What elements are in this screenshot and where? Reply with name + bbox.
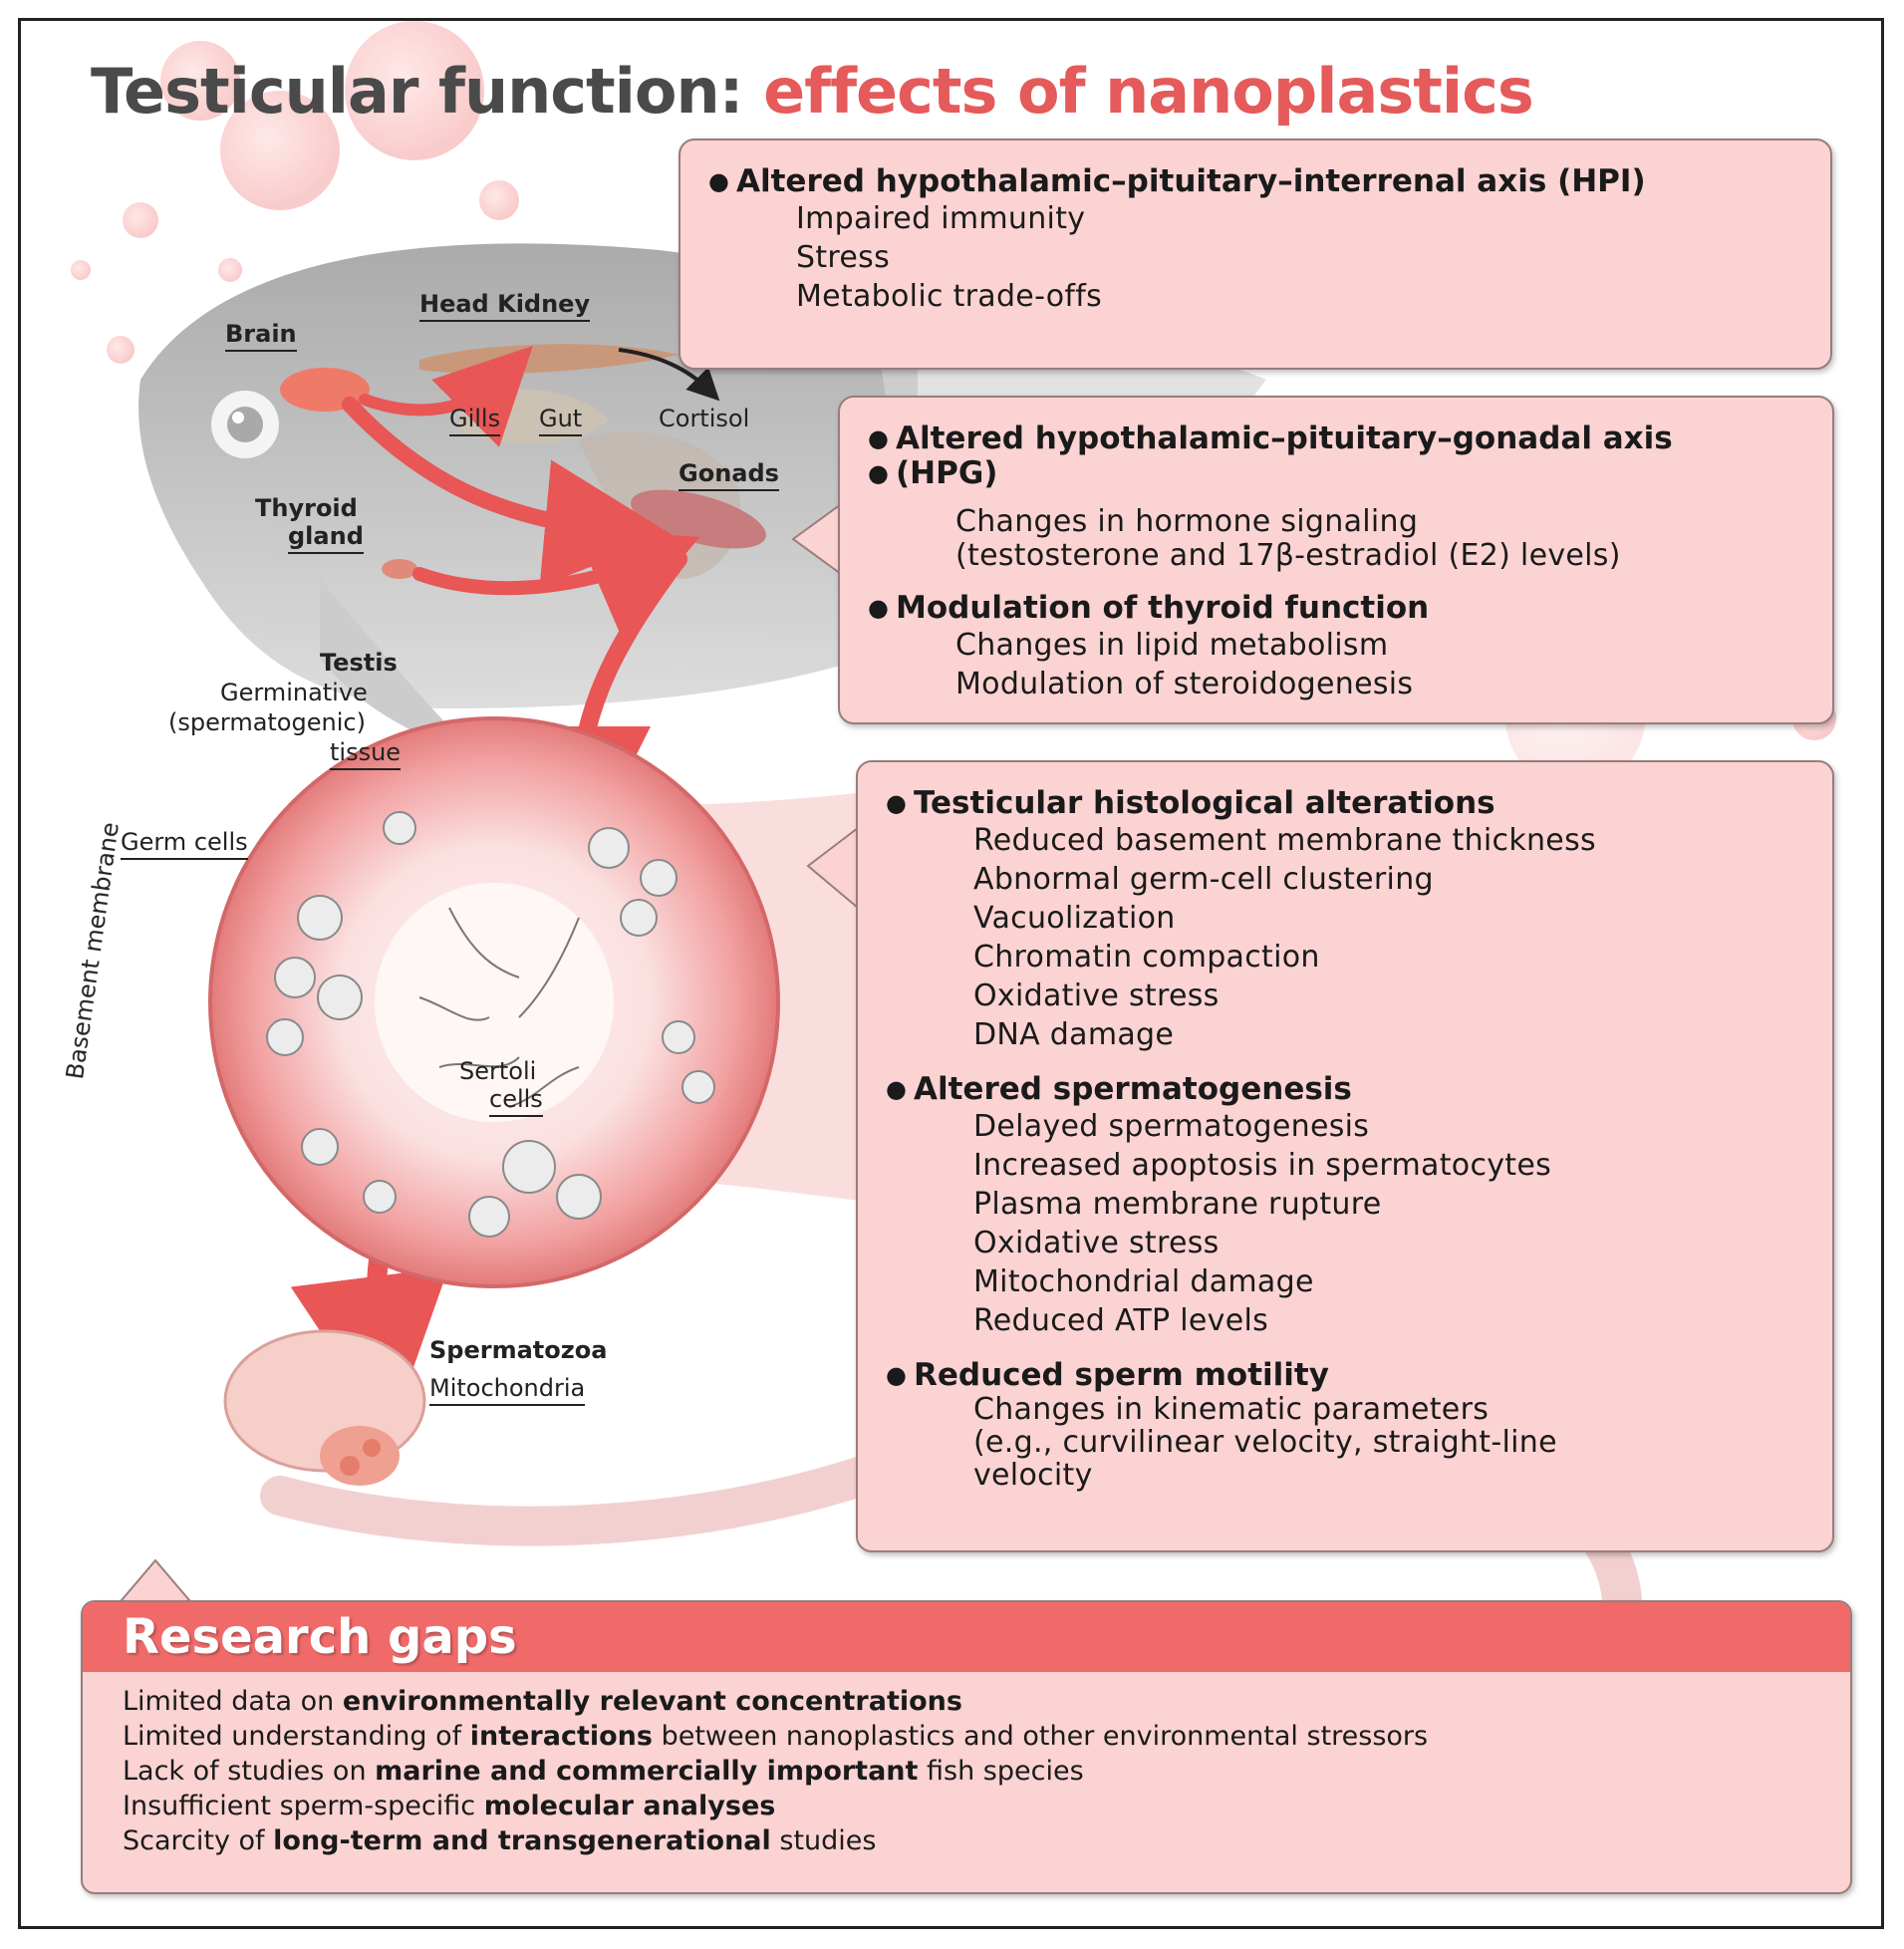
histology-item: DNA damage [973, 1017, 1175, 1052]
research-gap-item: Scarcity of long-term and transgeneratio… [123, 1823, 1850, 1858]
spermatogenesis-item: Increased apoptosis in spermatocytes [973, 1148, 1552, 1183]
spacer [868, 573, 1804, 587]
research-gaps-heading: Research gaps [83, 1602, 1850, 1672]
title-part-1: Testicular function: [91, 55, 743, 128]
infographic-frame: Testicular function: effects of nanoplas… [18, 18, 1884, 1929]
label-thyroid-2: gland [288, 522, 364, 554]
label-mitochondria: Mitochondria [429, 1374, 586, 1406]
testis-callout-box: Testicular histological alterations Redu… [856, 760, 1834, 1552]
spermatogenesis-heading: Altered spermatogenesis [886, 1072, 1804, 1108]
label-spermatozoa: Spermatozoa [429, 1336, 608, 1364]
thyroid-organ [382, 559, 417, 579]
motility-item: velocity [973, 1458, 1093, 1493]
spermatogenesis-item: Reduced ATP levels [973, 1303, 1269, 1338]
spacer [886, 1340, 1804, 1354]
research-gap-item: Lack of studies on marine and commercial… [123, 1754, 1850, 1789]
research-gap-item: Limited understanding of interactions be… [123, 1719, 1850, 1754]
thyroid-item: Changes in lipid metabolism [955, 628, 1389, 663]
cortisol-arrow [618, 348, 720, 402]
label-spermatogenic: (spermatogenic) [168, 708, 366, 736]
hpg-heading-abbrev: (HPG) [868, 455, 1804, 492]
motility-item: (e.g., curvilinear velocity, straight-li… [973, 1425, 1557, 1460]
gap-text: studies [770, 1825, 877, 1856]
research-gap-item: Insufficient sperm-specific molecular an… [123, 1789, 1850, 1823]
label-tissue: tissue [330, 738, 402, 770]
histology-item: Vacuolization [973, 901, 1176, 936]
label-thyroid-1: Thyroid [255, 494, 358, 522]
gap-bold: interactions [469, 1721, 653, 1752]
spermatogenesis-item: Oxidative stress [973, 1226, 1220, 1260]
thyroid-heading: Modulation of thyroid function [868, 591, 1804, 627]
gap-text: Limited data on [123, 1686, 343, 1717]
spermatogenesis-item: Plasma membrane rupture [973, 1187, 1382, 1222]
label-head-kidney: Head Kidney [419, 290, 591, 322]
label-testis: Testis [320, 649, 398, 677]
histology-heading: Testicular histological alterations [886, 786, 1804, 822]
gap-bold: marine and commercially important [375, 1756, 919, 1787]
label-brain: Brain [225, 320, 297, 352]
title-part-2: effects of nanoplastics [763, 55, 1534, 128]
hpg-item: Changes in hormone signaling [955, 504, 1419, 539]
research-gaps-list: Limited data on environmentally relevant… [83, 1672, 1850, 1858]
histology-item: Abnormal germ-cell clustering [973, 862, 1434, 897]
hpi-item: Metabolic trade-offs [796, 279, 1103, 314]
gap-text: Lack of studies on [123, 1756, 376, 1787]
gap-bold: molecular analyses [483, 1791, 776, 1821]
label-sertoli-2: cells [489, 1085, 543, 1117]
hpg-item: (testosterone and 17β-estradiol (E2) lev… [955, 538, 1621, 573]
motility-item: Changes in kinematic parameters [973, 1392, 1490, 1427]
histology-item: Reduced basement membrane thickness [973, 823, 1596, 858]
label-gonads: Gonads [679, 459, 779, 491]
label-germ-cells: Germ cells [121, 828, 248, 860]
hpg-heading: Altered hypothalamic–pituitary–gonadal a… [868, 421, 1804, 457]
gap-text: fish species [918, 1756, 1084, 1787]
histology-item: Chromatin compaction [973, 940, 1320, 974]
gap-bold: long-term and transgenerational [273, 1825, 771, 1856]
motility-heading: Reduced sperm motility [886, 1358, 1804, 1394]
research-gap-item: Limited data on environmentally relevant… [123, 1684, 1850, 1719]
hpi-callout-box: Altered hypothalamic–pituitary–interrena… [679, 139, 1832, 370]
hpg-abbrev: (HPG) [896, 455, 998, 491]
spacer [886, 1054, 1804, 1068]
thyroid-item: Modulation of steroidogenesis [955, 667, 1414, 701]
hpi-item: Impaired immunity [796, 201, 1086, 236]
gap-text: Scarcity of [123, 1825, 274, 1856]
gap-bold: environmentally relevant concentrations [342, 1686, 962, 1717]
page-title: Testicular function: effects of nanoplas… [91, 61, 1874, 123]
gap-text: between nanoplastics and other environme… [652, 1721, 1429, 1752]
label-gills: Gills [449, 405, 501, 436]
histology-item: Oxidative stress [973, 978, 1220, 1013]
gap-text: Limited understanding of [123, 1721, 470, 1752]
label-sertoli-1: Sertoli [459, 1057, 537, 1085]
label-cortisol: Cortisol [659, 405, 750, 432]
spacer [868, 491, 1804, 505]
hpg-callout-box: Altered hypothalamic–pituitary–gonadal a… [838, 396, 1834, 724]
research-gaps-box: Research gaps Limited data on environmen… [81, 1600, 1852, 1894]
hpi-item: Stress [796, 240, 890, 275]
spermatogenesis-item: Mitochondrial damage [973, 1264, 1314, 1299]
label-germinative: Germinative [220, 679, 368, 706]
gap-text: Insufficient sperm-specific [123, 1791, 484, 1821]
spermatogenesis-item: Delayed spermatogenesis [973, 1109, 1370, 1144]
label-gut: Gut [539, 405, 583, 436]
hpi-heading: Altered hypothalamic–pituitary–interrena… [708, 164, 1802, 200]
